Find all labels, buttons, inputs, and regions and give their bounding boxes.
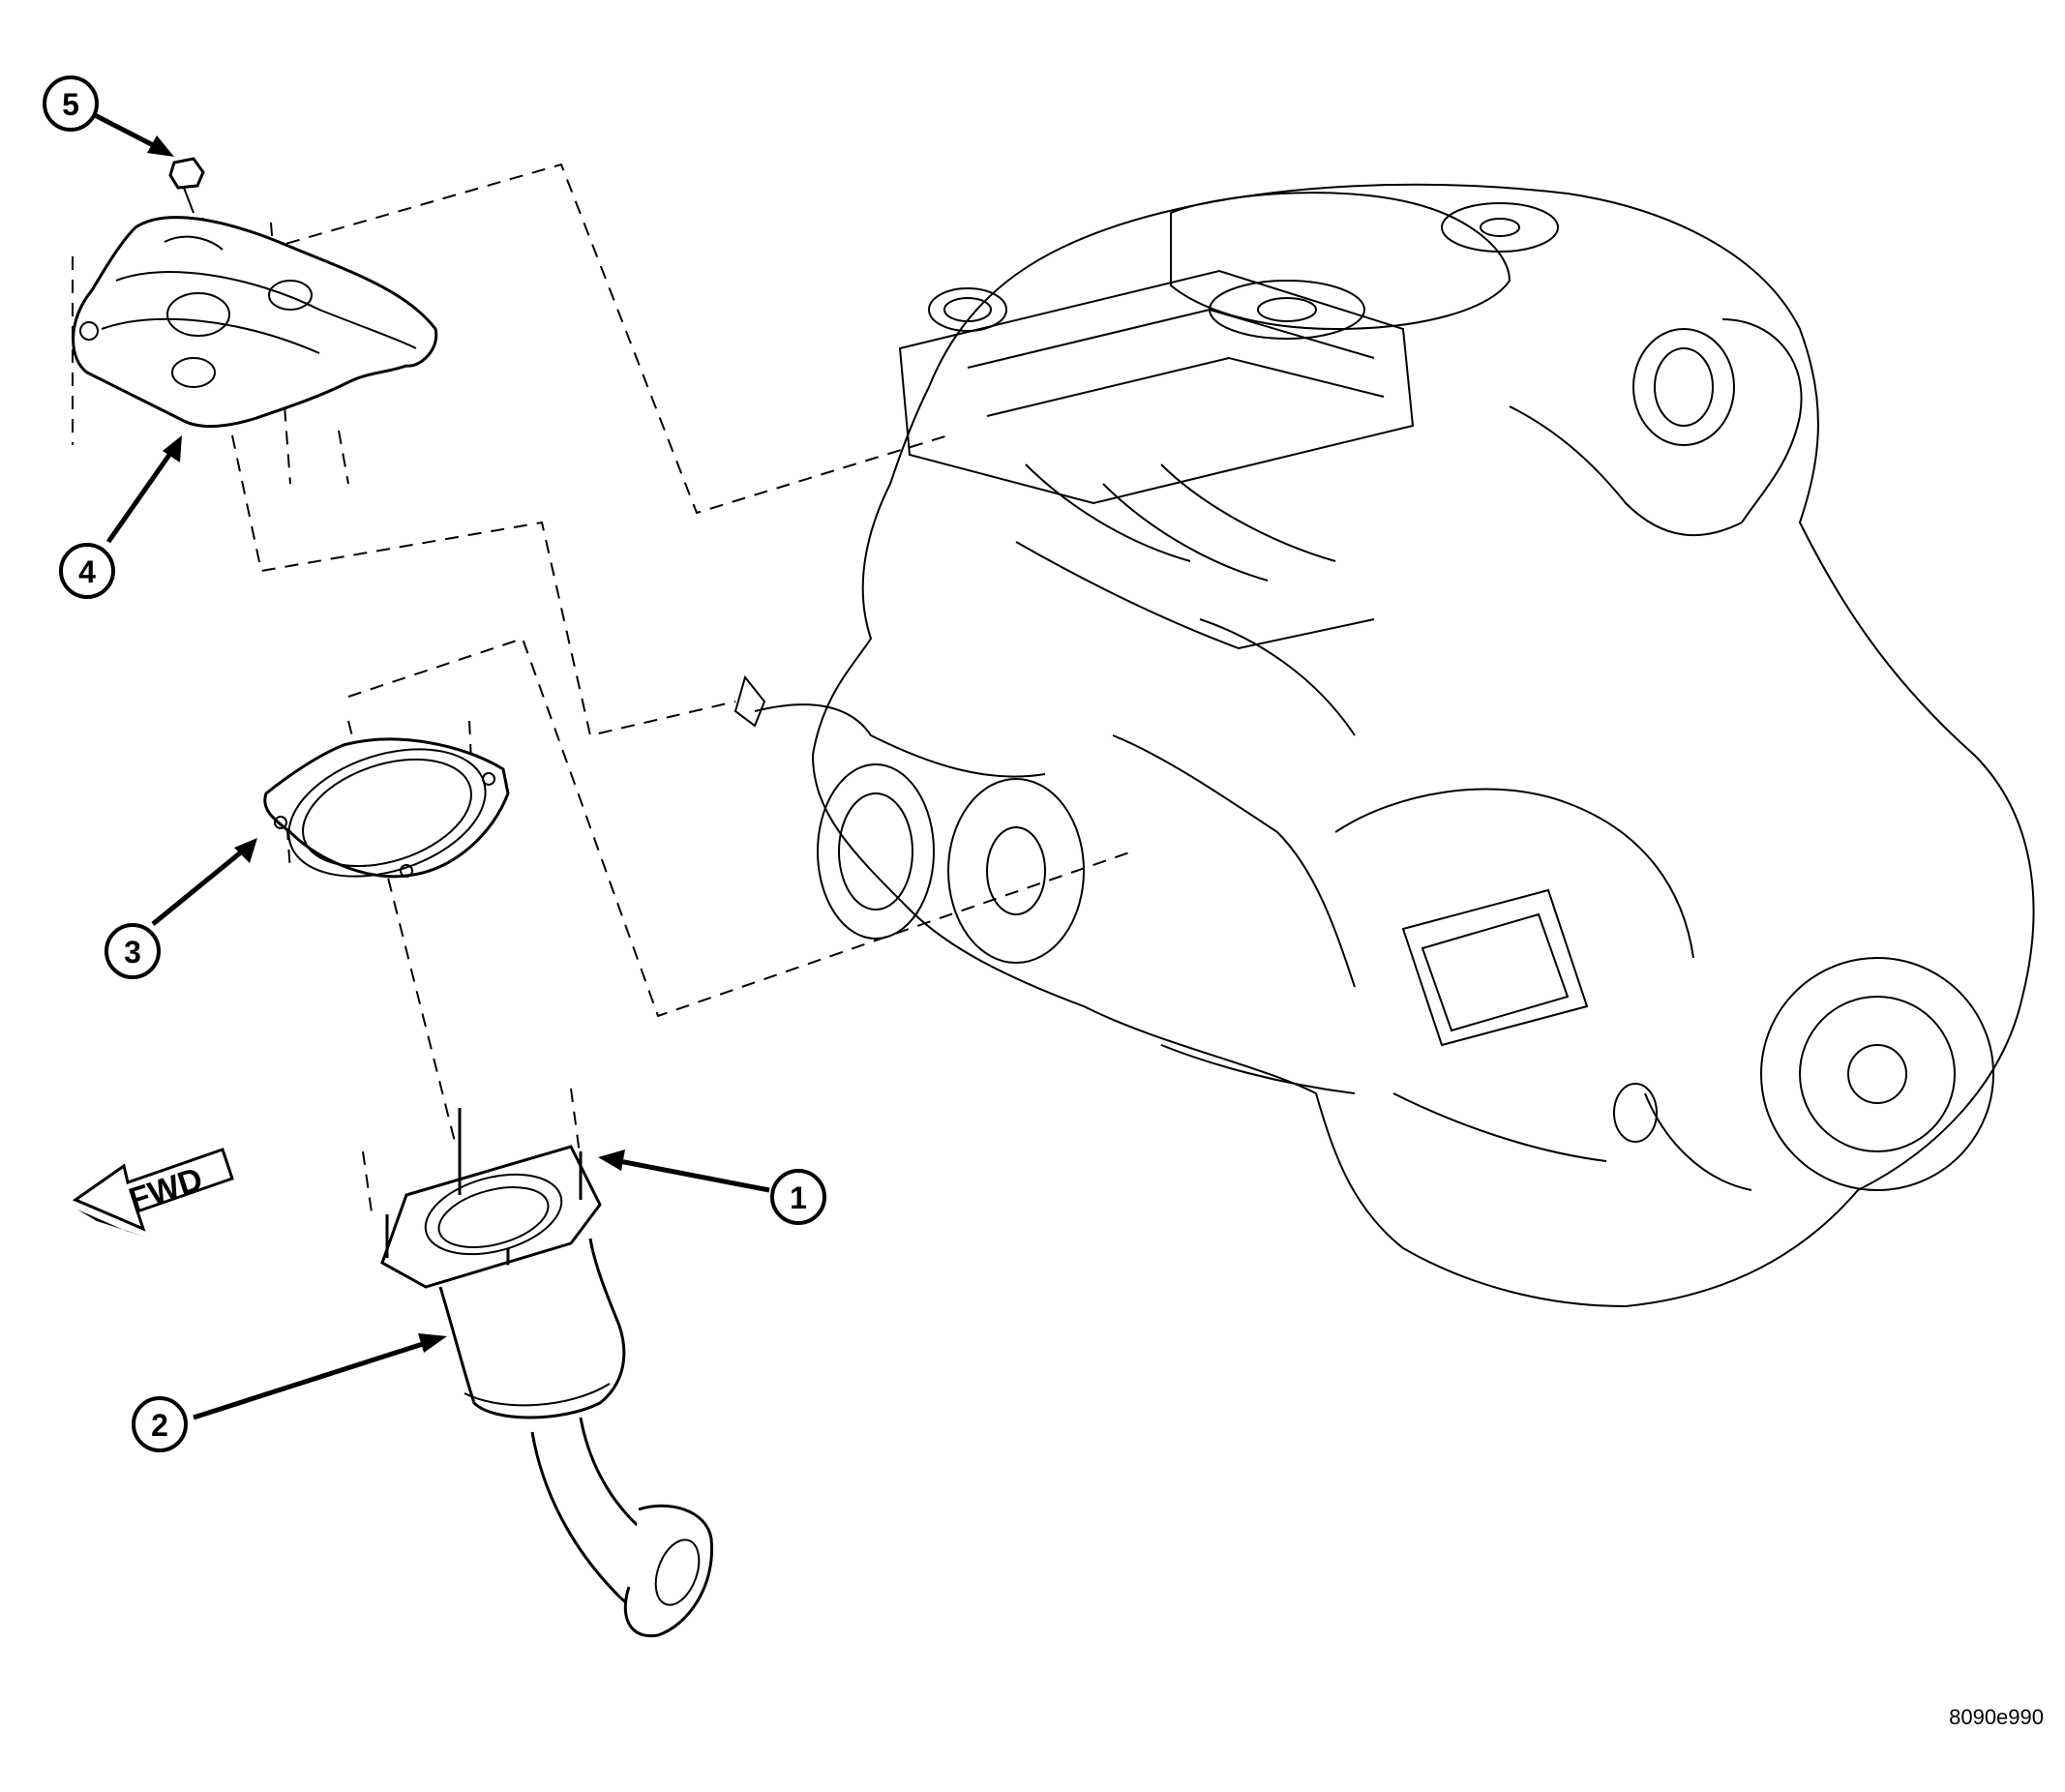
catalytic-converter-part bbox=[380, 1108, 714, 1638]
leader-arrowhead-1 bbox=[598, 1150, 625, 1171]
figure-id: 8090e990 bbox=[1949, 1705, 2044, 1729]
leader-arrowhead-4 bbox=[163, 435, 182, 463]
callout-circle-4 bbox=[59, 543, 115, 599]
callout-circle-3 bbox=[105, 923, 161, 979]
callout-4: 4 bbox=[59, 543, 115, 599]
leader-arrowhead-3 bbox=[234, 838, 257, 863]
engine-assembly bbox=[733, 183, 2035, 1308]
callout-number-2: 2 bbox=[151, 1408, 168, 1443]
forward-direction-arrow: FWD bbox=[72, 1148, 234, 1237]
leader-arrowhead-5 bbox=[147, 135, 174, 157]
leader-arrowhead-2 bbox=[418, 1333, 447, 1353]
callout-2: 2 bbox=[132, 1396, 188, 1452]
gasket-part bbox=[263, 737, 510, 879]
callout-circle-1 bbox=[770, 1169, 826, 1225]
callout-circle-5 bbox=[43, 75, 99, 132]
nut-part bbox=[168, 157, 205, 214]
heat-shield-part bbox=[72, 216, 438, 428]
callout-number-3: 3 bbox=[124, 935, 141, 970]
leader-arrows bbox=[91, 111, 770, 1420]
callout-number-5: 5 bbox=[62, 87, 79, 122]
callout-1: 1 bbox=[770, 1169, 826, 1225]
callout-3: 3 bbox=[105, 923, 161, 979]
callout-number-4: 4 bbox=[78, 554, 96, 589]
callout-5: 5 bbox=[43, 75, 99, 132]
callout-number-1: 1 bbox=[790, 1180, 807, 1215]
callout-circle-2 bbox=[132, 1396, 188, 1452]
